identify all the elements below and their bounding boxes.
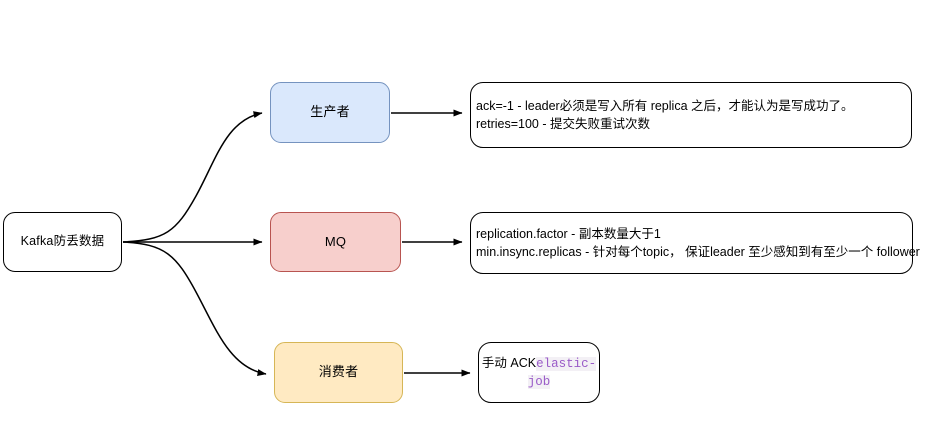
node-producer[interactable]: 生产者 [270,82,390,143]
edge-root-to-consumer [122,241,267,377]
detail-producer-line-2: retries=100 - 提交失败重试次数 [476,117,650,131]
detail-box-producer[interactable]: ack=-1 - leader必须是写入所有 replica 之后，才能认为是写… [470,82,912,148]
node-mq-label: MQ [324,233,347,249]
detail-mq-line-2: min.insync.replicas - 针对每个topic， 保证leade… [476,245,920,259]
detail-box-consumer[interactable]: 手动 ACKelastic-job [478,342,600,403]
detail-consumer-plain: 手动 ACK [481,355,537,370]
node-producer-label: 生产者 [310,104,350,120]
node-root-label: Kafka防丢数据 [20,234,105,249]
detail-consumer-text: 手动 ACKelastic-job [479,355,599,391]
node-consumer-label: 消费者 [318,364,359,380]
detail-producer-line-1: ack=-1 - leader必须是写入所有 replica 之后，才能认为是写… [476,98,854,113]
detail-box-mq[interactable]: replication.factor - 副本数量大于1 min.insync.… [470,212,920,274]
detail-consumer-code: elastic-job [527,356,597,389]
node-consumer[interactable]: 消费者 [274,342,403,403]
edge-root-to-producer [122,111,263,243]
detail-mq-line-1: replication.factor - 副本数量大于1 [476,226,661,241]
node-root[interactable]: Kafka防丢数据 [3,212,122,272]
node-mq[interactable]: MQ [270,212,401,272]
